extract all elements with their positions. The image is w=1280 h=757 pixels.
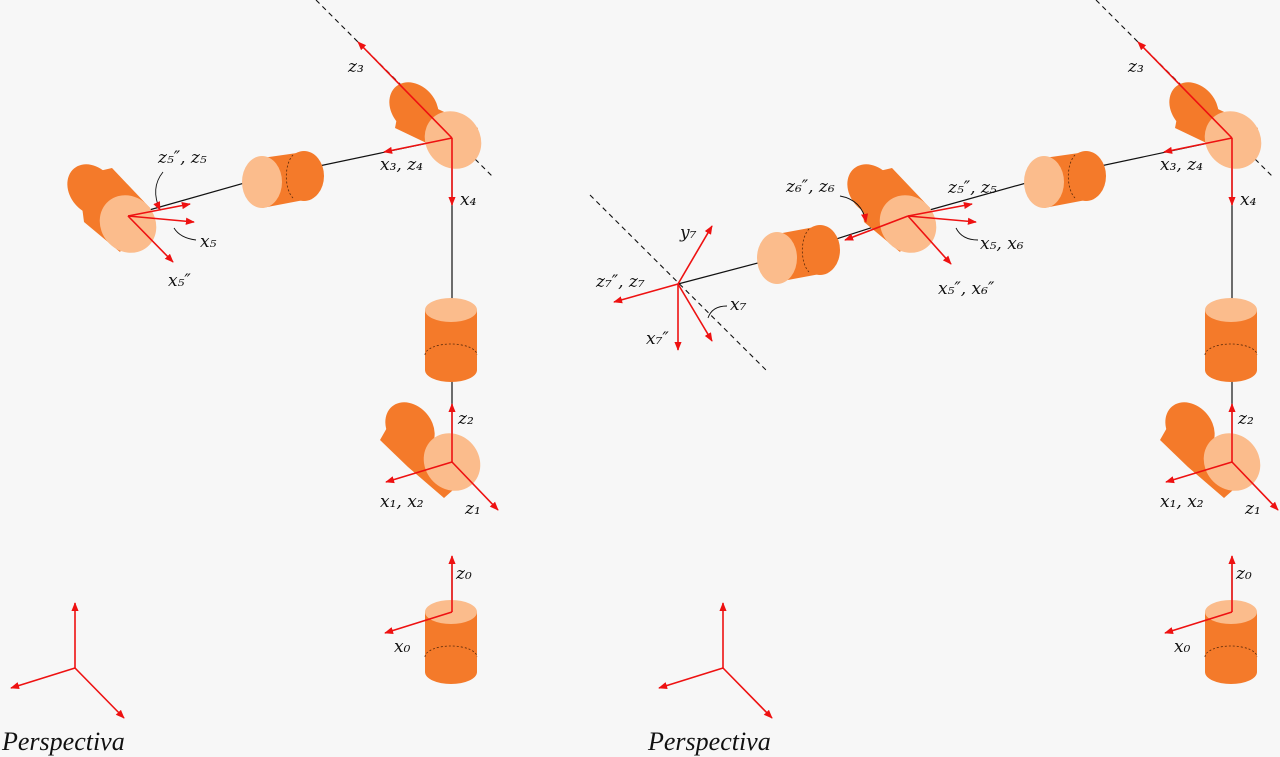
axis-x7 <box>677 283 713 342</box>
axis-x3-z4-right <box>1163 137 1233 154</box>
label-z5pp-z5-right: z₅″, z₅ <box>947 178 997 198</box>
pointer-z6 <box>839 195 869 223</box>
joint-4-cylinder <box>242 151 324 208</box>
axis-x3-z4 <box>383 137 453 154</box>
axis-x0-right <box>1164 611 1233 635</box>
pointer-x5 <box>173 227 197 241</box>
label-z0-right: z₀ <box>1235 564 1252 584</box>
label-z7pp-z7: z₇″, z₇ <box>595 272 645 292</box>
label-x5pp: x₅″ <box>168 271 191 291</box>
label-z1-right: z₁ <box>1244 499 1261 519</box>
axis-z7 <box>613 283 679 304</box>
label-y7: y₇ <box>679 223 697 243</box>
axis-z3-right <box>1137 41 1233 139</box>
label-x3-z4-right: x₃, z₄ <box>1160 155 1203 175</box>
label-z2: z₂ <box>457 409 474 429</box>
label-x1-x2-right: x₁, x₂ <box>1160 492 1204 512</box>
axis-x1-x2-right <box>1165 461 1233 484</box>
label-x7pp: x₇″ <box>646 329 669 349</box>
left-panel: z₃ x₃, z₄ x₄ z₂ x₁, x₂ z₁ z₀ x₀ z₅″, z₅ … <box>1 0 499 756</box>
joint7-axis-dashed <box>589 194 769 373</box>
reference-triad-left <box>10 602 125 719</box>
joint-0-cylinder-right <box>1204 600 1258 684</box>
label-z0: z₀ <box>455 564 472 584</box>
joint-6-7-cylinder <box>757 225 840 284</box>
joint-3-cylinder-right <box>1204 298 1258 382</box>
caption-perspectiva-right: Perspectiva <box>647 727 771 756</box>
label-z3-right: z₃ <box>1127 57 1144 77</box>
reference-triad-right <box>658 602 773 719</box>
label-z5pp-z5: z₅″, z₅ <box>157 148 207 168</box>
label-z3: z₃ <box>347 57 364 77</box>
joint-4-cylinder-right <box>1024 151 1106 208</box>
label-x0-right: x₀ <box>1174 637 1191 657</box>
joint-5-6-cylinder <box>847 164 937 253</box>
label-x0: x₀ <box>394 637 411 657</box>
label-x4-right: x₄ <box>1240 190 1257 210</box>
label-z6pp-z6: z₆″, z₆ <box>785 177 835 197</box>
axis-z5 <box>907 201 973 217</box>
label-x3-z4: x₃, z₄ <box>380 155 423 175</box>
axis-z1 <box>451 461 499 511</box>
label-z2-right: z₂ <box>1237 409 1254 429</box>
joint-3-4-cylinder <box>389 82 482 169</box>
right-panel: z₃ x₃, z₄ x₄ z₂ x₁, x₂ z₁ z₀ x₀ z₅″, z₅ … <box>589 0 1279 756</box>
axis-z3 <box>357 41 453 139</box>
joint-0-cylinder <box>424 600 478 684</box>
joint-1-2-cylinder <box>380 402 481 498</box>
joint-3-cylinder <box>424 298 478 382</box>
label-z1: z₁ <box>464 499 481 519</box>
joint-5-cylinder <box>67 164 157 253</box>
axis-x5 <box>127 215 195 225</box>
label-x4: x₄ <box>460 190 477 210</box>
axis-z1-right <box>1231 461 1279 511</box>
axis-x5pp-x6pp <box>907 215 952 265</box>
axis-x0 <box>384 611 453 635</box>
label-x1-x2: x₁, x₂ <box>380 492 424 512</box>
axis-x1-x2 <box>385 461 453 484</box>
pointer-x5-x6 <box>955 227 979 241</box>
label-x5-x6: x₅, x₆ <box>980 234 1024 254</box>
pointer-x7 <box>707 305 728 319</box>
label-x5pp-x6pp: x₅″, x₆″ <box>938 279 995 299</box>
caption-perspectiva-left: Perspectiva <box>1 727 125 756</box>
label-x7: x₇ <box>730 295 747 315</box>
axis-x5pp <box>127 215 174 263</box>
label-x5: x₅ <box>200 232 217 252</box>
axis-y7 <box>677 225 713 285</box>
axis-x5-x6 <box>907 215 977 225</box>
pointer-z5 <box>153 171 164 211</box>
axis-z6 <box>844 215 909 241</box>
